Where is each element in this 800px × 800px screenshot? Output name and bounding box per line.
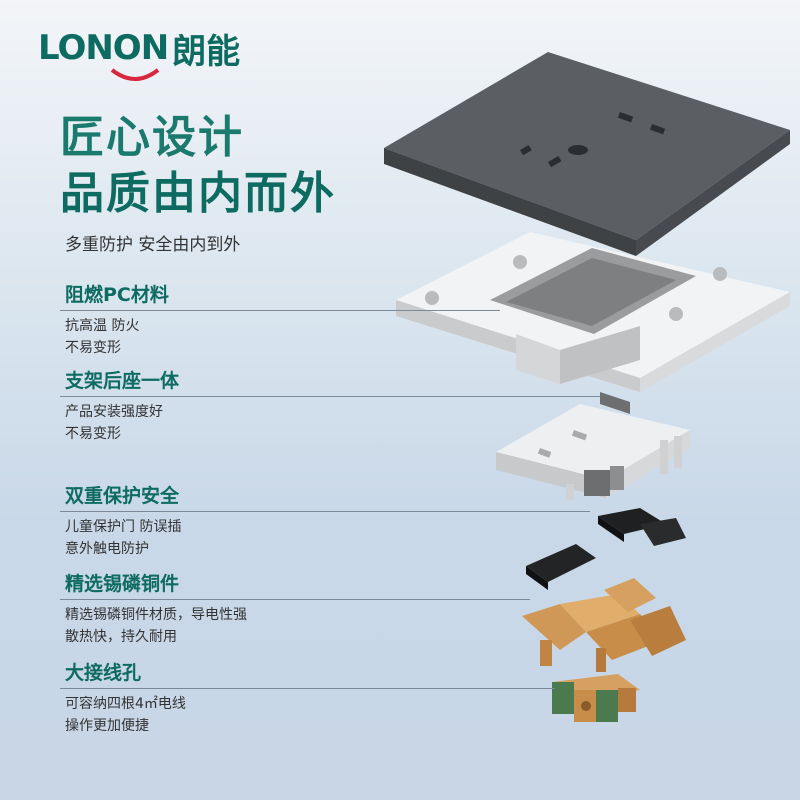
feature-title: 大接线孔: [65, 662, 142, 684]
feature-double-protection: 双重保护安全 儿童保护门 防误插 意外触电防护: [60, 485, 590, 560]
feature-title: 支架后座一体: [65, 370, 180, 392]
logo-chinese: 朗能: [172, 31, 241, 72]
feature-large-wiring-hole: 大接线孔 可容纳四根4㎡电线 操作更加便捷: [60, 662, 555, 737]
feature-leader-line: [60, 511, 590, 512]
headline-line-2: 品质由内而外: [60, 168, 336, 219]
logo-wordmark: LONON: [38, 28, 169, 68]
feature-tin-phosphor-copper: 精选锡磷铜件 精选锡磷铜件材质，导电性强 散热快，持久耐用: [60, 573, 530, 648]
feature-desc: 精选锡磷铜件材质，导电性强 散热快，持久耐用: [65, 607, 247, 645]
feature-title: 双重保护安全: [65, 485, 180, 507]
feature-integrated-bracket: 支架后座一体 产品安装强度好 不易变形: [60, 370, 600, 445]
feature-title: 精选锡磷铜件: [65, 573, 180, 595]
headline-line-1: 匠心设计: [60, 112, 244, 163]
feature-leader-line: [60, 310, 500, 311]
tagline: 多重防护 安全由内到外: [65, 235, 241, 255]
wire-terminal-block: [552, 674, 640, 722]
socket-base: [496, 392, 690, 500]
feature-desc: 产品安装强度好 不易变形: [65, 404, 163, 442]
feature-flame-retardant-pc: 阻燃PC材料 抗高温 防火 不易变形: [60, 284, 500, 359]
safety-shutter-parts: [526, 508, 686, 590]
socket-frame: [396, 232, 790, 392]
feature-desc: 儿童保护门 防误插 意外触电防护: [65, 519, 182, 557]
feature-leader-line: [60, 396, 600, 397]
copper-contacts: [522, 578, 686, 672]
feature-leader-line: [60, 688, 555, 689]
feature-leader-line: [60, 599, 530, 600]
socket-cover-panel: [384, 52, 790, 256]
brand-logo: LONON 朗能: [38, 18, 240, 78]
feature-title: 阻燃PC材料: [65, 284, 169, 306]
feature-desc: 可容纳四根4㎡电线 操作更加便捷: [65, 696, 186, 734]
feature-desc: 抗高温 防火 不易变形: [65, 318, 140, 356]
